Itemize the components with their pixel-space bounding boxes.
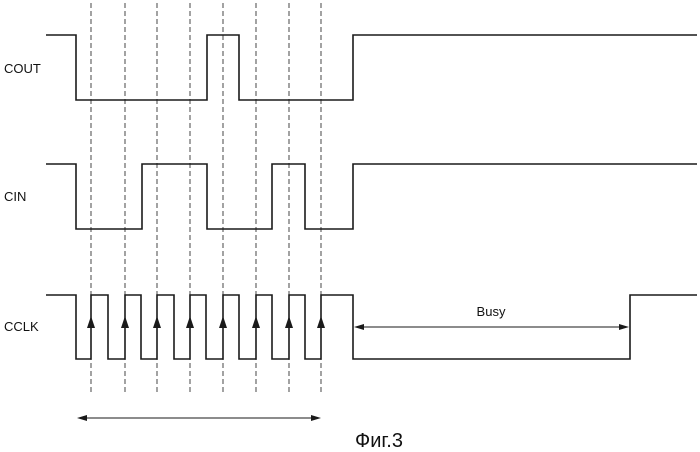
signal-label-cin: CIN xyxy=(4,189,26,204)
signal-waveforms xyxy=(46,34,697,360)
rising-edge-arrow-icon xyxy=(186,316,194,328)
busy-label: Busy xyxy=(477,304,506,319)
signal-labels: COUT CIN CCLK xyxy=(4,61,41,334)
clock-edge-arrows xyxy=(87,316,325,328)
rising-edge-arrow-icon xyxy=(317,316,325,328)
transfer-interval xyxy=(77,415,321,421)
clock-reference-lines xyxy=(90,3,322,395)
rising-edge-arrow-icon xyxy=(153,316,161,328)
busy-arrow-right-head xyxy=(619,324,629,330)
waveform-cclk xyxy=(46,294,697,360)
transfer-arrow-right-head xyxy=(311,415,321,421)
signal-label-cclk: CCLK xyxy=(4,319,39,334)
signal-label-cout: COUT xyxy=(4,61,41,76)
rising-edge-arrow-icon xyxy=(285,316,293,328)
waveform-cout xyxy=(46,34,697,101)
rising-edge-arrow-icon xyxy=(219,316,227,328)
rising-edge-arrow-icon xyxy=(252,316,260,328)
figure-caption: Фиг.3 xyxy=(355,430,403,452)
rising-edge-arrow-icon xyxy=(121,316,129,328)
rising-edge-arrow-icon xyxy=(87,316,95,328)
busy-interval: Busy xyxy=(354,304,629,330)
busy-arrow-left-head xyxy=(354,324,364,330)
waveform-cin xyxy=(46,163,697,230)
transfer-arrow-left-head xyxy=(77,415,87,421)
